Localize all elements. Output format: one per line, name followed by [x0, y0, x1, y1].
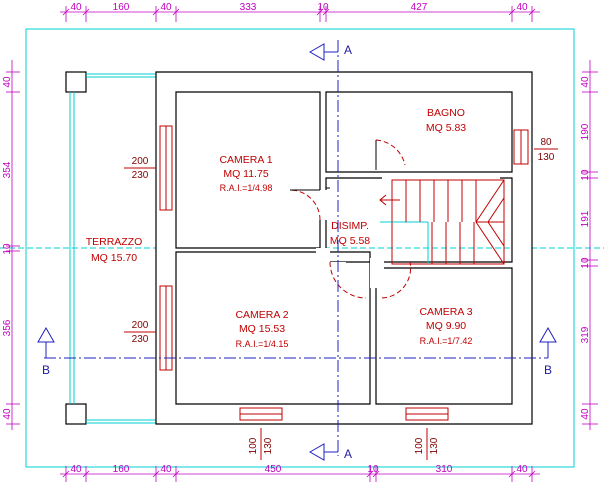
- room-bagno-area: MQ 5.83: [426, 122, 466, 134]
- room-terrazzo-name: TERRAZZO: [86, 236, 143, 248]
- terrace: [65, 71, 156, 425]
- room-camera-2-area: MQ 15.53: [239, 323, 285, 335]
- dim-top-3: 40: [160, 2, 172, 13]
- dim-right-3: 10: [580, 169, 591, 181]
- door-camera-1: [289, 189, 321, 221]
- dim-top-2: 160: [113, 2, 130, 13]
- section-label-b-right: B: [544, 363, 552, 377]
- dim-left-1: 40: [2, 76, 13, 88]
- window-label-5-bottom: 130: [429, 437, 440, 454]
- windows: [159, 125, 529, 421]
- window-label-3-top: 200: [132, 320, 149, 331]
- window-label-3-bottom: 230: [132, 334, 149, 345]
- dim-left-4: 356: [2, 319, 13, 336]
- doors: [289, 139, 412, 299]
- dim-right-2: 190: [580, 123, 591, 140]
- terrace-pillar-top: [65, 71, 87, 93]
- room-camera-1-name: CAMERA 1: [219, 154, 272, 166]
- door-camera-3: [381, 261, 412, 299]
- dim-right-7: 40: [580, 408, 591, 420]
- section-label-a-bottom: A: [344, 447, 352, 461]
- dim-bottom-1: 40: [70, 464, 82, 475]
- right-dimensions: 40 190 10 191 10 319 40: [580, 60, 598, 430]
- dim-bottom-2: 160: [113, 464, 130, 475]
- terrace-pillar-bottom: [65, 403, 87, 425]
- section-b-arrow-right: [539, 326, 557, 343]
- room-camera-2-rai: R.A.I.=1/4.15: [236, 339, 289, 349]
- window-label-1-bottom: 230: [132, 170, 149, 181]
- dim-bottom-7: 40: [516, 464, 528, 475]
- room-terrazzo-area: MQ 15.70: [91, 252, 137, 264]
- dim-top-5: 10: [317, 2, 329, 13]
- window-label-1-top: 200: [132, 156, 149, 167]
- room-camera-3-name: CAMERA 3: [419, 306, 472, 318]
- door-openings: [316, 92, 500, 288]
- window-label-4-bottom: 130: [263, 437, 274, 454]
- room-disimp-name: DISIMP.: [331, 220, 369, 232]
- dim-top-1: 40: [70, 2, 82, 13]
- dim-right-5: 10: [580, 257, 591, 269]
- room-bagno-name: BAGNO: [427, 107, 465, 119]
- window-label-2-top: 80: [540, 137, 552, 148]
- room-camera-1-rai: R.A.I.=1/4.98: [220, 183, 273, 193]
- dim-right-1: 40: [580, 76, 591, 88]
- dim-left-3: 10: [2, 243, 13, 255]
- window-label-2-bottom: 130: [538, 152, 555, 163]
- dim-right-6: 319: [580, 326, 591, 343]
- door-bagno: [375, 139, 406, 166]
- bottom-dimensions: 40 160 40 450 10 310 40: [60, 464, 540, 482]
- dim-bottom-5: 10: [367, 464, 379, 475]
- section-a-arrow-bottom: [308, 443, 325, 461]
- window-label-4-top: 100: [248, 437, 259, 454]
- staircase: [379, 179, 505, 265]
- section-axes: A A B B: [37, 40, 557, 461]
- dim-bottom-4: 450: [265, 464, 282, 475]
- boundary-outline: [25, 28, 575, 468]
- dim-left-2: 354: [2, 161, 13, 178]
- dim-left-5: 40: [2, 408, 13, 420]
- top-dimensions: 40 160 40 333 10 427 40: [60, 2, 540, 22]
- room-camera-2-name: CAMERA 2: [235, 309, 288, 321]
- left-dimensions: 40 354 10 356 40: [2, 60, 20, 430]
- window-labels: 200 230 80 130 200 230 100 130 100 130: [124, 137, 558, 460]
- dim-top-4: 333: [240, 2, 257, 13]
- room-camera-1-area: MQ 11.75: [223, 168, 268, 180]
- door-camera-2: [329, 261, 367, 299]
- room-disimp-area: MQ 5.58: [330, 235, 370, 247]
- room-camera-3-area: MQ 9.90: [426, 320, 466, 332]
- room-camera-3-rai: R.A.I.=1/7.42: [420, 336, 473, 346]
- dim-right-4: 191: [580, 210, 591, 227]
- section-a-arrow-top: [308, 43, 325, 61]
- section-label-a-top: A: [344, 43, 352, 57]
- section-b-arrow-left: [37, 326, 55, 343]
- dim-bottom-3: 40: [160, 464, 172, 475]
- window-label-5-top: 100: [414, 437, 425, 454]
- dim-bottom-6: 310: [436, 464, 453, 475]
- section-label-b-left: B: [42, 363, 50, 377]
- dim-top-6: 427: [411, 2, 428, 13]
- room-labels: CAMERA 1 MQ 11.75 R.A.I.=1/4.98 BAGNO MQ…: [86, 107, 473, 349]
- dim-top-7: 40: [516, 2, 528, 13]
